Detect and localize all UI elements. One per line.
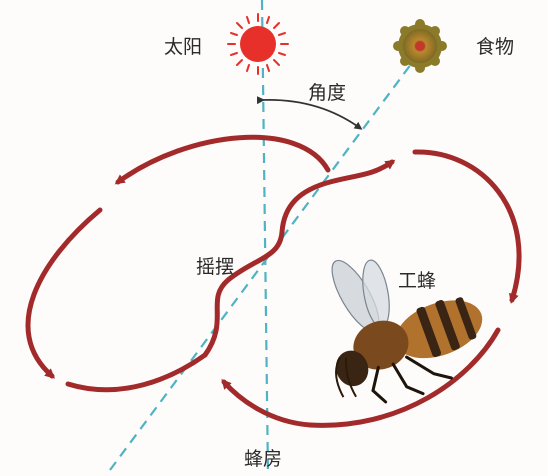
food-direction-line [109,51,421,471]
sun-label: 太阳 [164,36,203,58]
waggle-label: 摇摆 [196,256,235,278]
bee-icon [331,259,483,404]
food-label: 食物 [476,36,515,58]
angle-arc [256,96,363,130]
left-loop-return [65,352,208,393]
sun-direction-line [260,0,270,476]
left-loop-upper [114,134,331,185]
worker-bee-label: 工蜂 [398,270,437,292]
sun-icon [227,13,289,75]
hive-label: 蜂房 [244,448,283,470]
angle-label: 角度 [308,82,347,104]
right-loop-lower [221,327,501,428]
food-icon [393,19,447,73]
left-loop-lower [25,207,103,379]
waggle-run [202,159,396,358]
right-loop-upper [412,149,522,304]
